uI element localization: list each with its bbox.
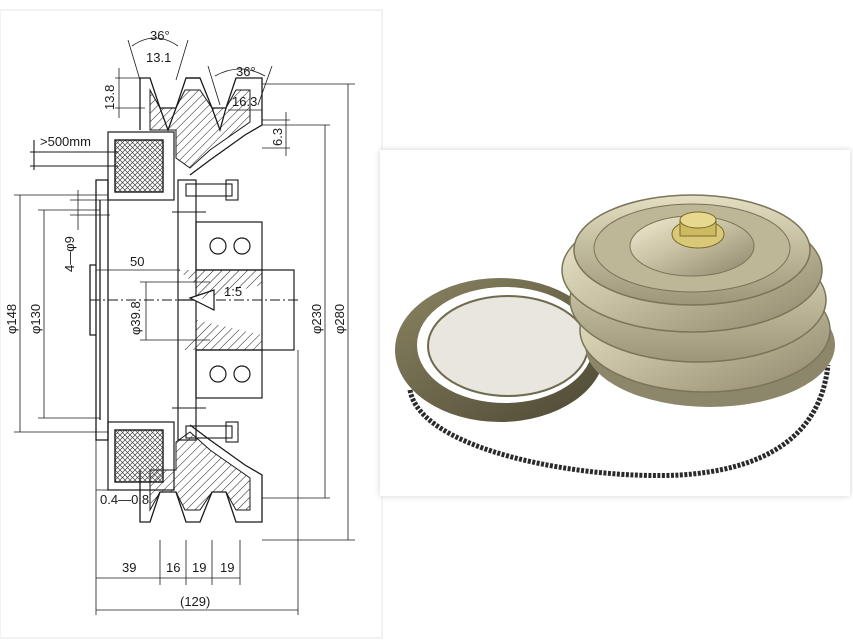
- coil-lower: [114, 429, 164, 483]
- dim-lead-length: >500mm: [40, 134, 91, 149]
- dim-230: φ230: [309, 304, 324, 334]
- dim-bore: φ39.8: [128, 301, 143, 335]
- dim-len-16: 16: [166, 560, 180, 575]
- dim-148: φ148: [4, 304, 19, 334]
- coil-cable: [407, 364, 831, 479]
- dim-len-19b: 19: [220, 560, 234, 575]
- dim-len-39: 39: [122, 560, 136, 575]
- lead-wire: [30, 140, 118, 170]
- dim-groove-angle-top: 36°: [150, 28, 170, 43]
- hub-hatch: [178, 270, 262, 300]
- dim-overall-length: (129): [180, 594, 210, 609]
- bolt-lower: [172, 407, 239, 443]
- triple-pulley: [561, 194, 835, 407]
- dim-130: φ130: [28, 304, 43, 334]
- dim-len-19a: 19: [192, 560, 206, 575]
- dimension-lines: [14, 37, 355, 615]
- bearing-upper: [209, 237, 251, 255]
- armature-plate: [89, 179, 109, 441]
- dim-groove-width-top: 13.1: [146, 50, 171, 65]
- coil-upper: [114, 139, 164, 193]
- dim-air-gap: 0.4—0.8: [100, 492, 149, 507]
- pulley-upper-hatch: [149, 88, 251, 169]
- pulley-lower-hatch: [149, 431, 251, 512]
- dim-taper: 1:5: [224, 284, 242, 299]
- product-photo-panel: [380, 150, 850, 496]
- bolt-upper: [172, 179, 239, 213]
- dim-bolt-holes: 4—φ9: [62, 236, 77, 272]
- dim-hub-length: 50: [130, 254, 144, 269]
- product-photo: [395, 194, 835, 479]
- dim-groove-angle-mid: 36°: [236, 64, 256, 79]
- coil-housing-ring: [395, 278, 605, 422]
- bearing-lower: [209, 365, 251, 383]
- hub-hatch-lower: [178, 320, 262, 350]
- dim-groove-height: 13.8: [102, 85, 117, 110]
- dim-280: φ280: [332, 304, 347, 334]
- dim-groove-offset: 6.3: [270, 128, 285, 146]
- dim-groove-depth-mid: 16.3: [232, 94, 257, 109]
